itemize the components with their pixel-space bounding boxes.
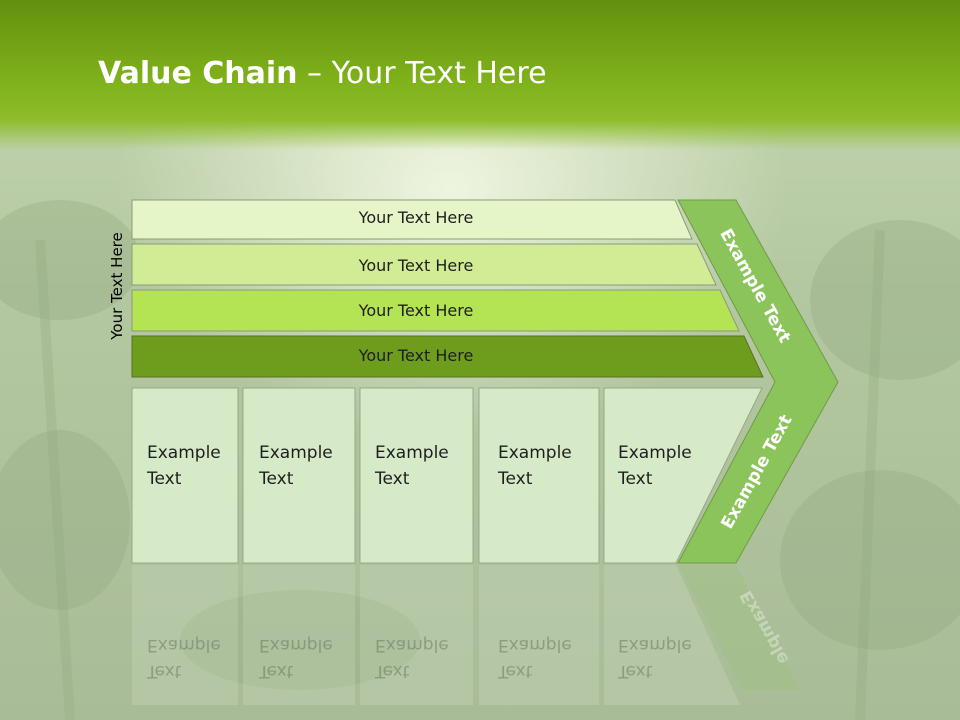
- box-5-line2: Text: [618, 469, 653, 489]
- reflection-text-3: Text Example: [375, 632, 475, 684]
- reflection-text-1: Text Example: [147, 632, 247, 684]
- box-text-4: Example Text: [498, 440, 598, 492]
- reflection-2-line2: Text: [259, 661, 294, 681]
- side-label: Your Text Here: [108, 232, 126, 340]
- reflection-3-line1: Example: [375, 635, 449, 655]
- box-3-line2: Text: [375, 469, 410, 489]
- row-label-3: Your Text Here: [358, 301, 474, 320]
- box-text-5: Example Text: [618, 440, 718, 492]
- box-5: [603, 387, 763, 564]
- row-label-2: Your Text Here: [358, 256, 474, 275]
- title-bold: Value Chain: [98, 56, 298, 91]
- box-text-2: Example Text: [259, 440, 359, 492]
- box-2-line1: Example: [259, 443, 333, 463]
- reflection-text-5: Text Example: [618, 632, 718, 684]
- row-bar-3: [131, 289, 740, 332]
- reflection-1-line1: Example: [147, 635, 221, 655]
- row-label-4: Your Text Here: [358, 346, 474, 365]
- reflection-text-4: Text Example: [498, 632, 598, 684]
- title-rest: – Your Text Here: [297, 56, 547, 91]
- box-1-line1: Example: [147, 443, 221, 463]
- box-4-line1: Example: [498, 443, 572, 463]
- reflection-4-line1: Example: [498, 635, 572, 655]
- reflection-4-line2: Text: [498, 661, 533, 681]
- reflection-shapes: [132, 565, 800, 705]
- margin-arrow: [677, 199, 839, 564]
- row-label-1: Your Text Here: [358, 208, 474, 227]
- box-1-line2: Text: [147, 469, 182, 489]
- box-2-line2: Text: [259, 469, 294, 489]
- reflection-2-line1: Example: [259, 635, 333, 655]
- box-5-line1: Example: [618, 443, 692, 463]
- box-4: [478, 387, 600, 564]
- row-bar-2: [131, 243, 717, 286]
- box-2: [242, 387, 356, 564]
- box-3: [359, 387, 474, 564]
- row-bar-4: [131, 335, 764, 378]
- box-text-1: Example Text: [147, 440, 247, 492]
- reflection-1-line2: Text: [147, 661, 182, 681]
- reflection-text-2: Text Example: [259, 632, 359, 684]
- box-3-line1: Example: [375, 443, 449, 463]
- reflection-3-line2: Text: [375, 661, 410, 681]
- row-bar-1: [131, 199, 693, 240]
- slide-title: Value Chain – Your Text Here: [98, 52, 547, 96]
- box-1: [131, 387, 239, 564]
- reflection-5-line1: Example: [618, 635, 692, 655]
- reflection-5-line2: Text: [618, 661, 653, 681]
- box-4-line2: Text: [498, 469, 533, 489]
- box-text-3: Example Text: [375, 440, 475, 492]
- title-banner: [0, 0, 960, 150]
